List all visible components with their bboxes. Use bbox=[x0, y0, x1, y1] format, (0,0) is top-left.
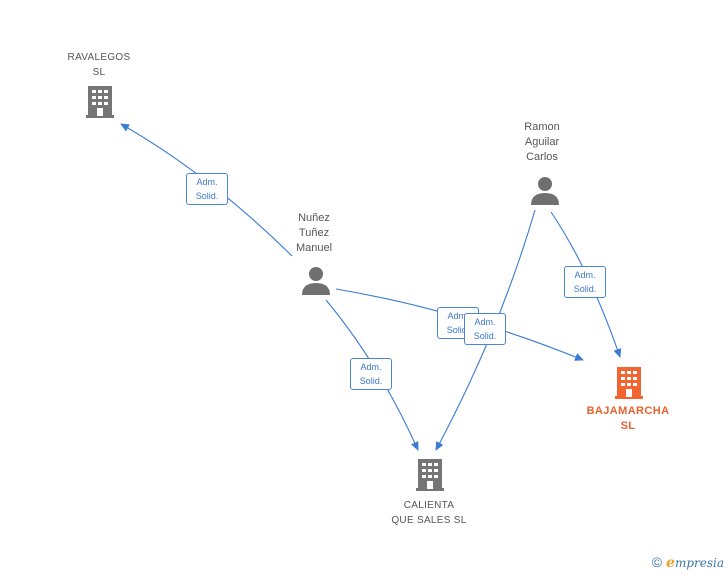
edge-label-nunez-ravalegos: Adm. Solid. bbox=[186, 173, 228, 205]
node-label-ramon[interactable]: Ramon Aguilar Carlos bbox=[524, 121, 560, 163]
node-label-calienta[interactable]: CALIENTA QUE SALES SL bbox=[391, 500, 467, 526]
brand-initial: e bbox=[666, 555, 675, 571]
person-icon[interactable] bbox=[302, 267, 330, 295]
edge-label-nunez-calienta: Adm. Solid. bbox=[350, 358, 392, 390]
node-label-nunez[interactable]: Nuñez Tuñez Manuel bbox=[295, 212, 333, 254]
building-icon[interactable] bbox=[416, 459, 444, 491]
brand-name: mpresia bbox=[674, 556, 724, 570]
copyright-icon: © bbox=[651, 554, 663, 570]
edge-label-ramon-bajamarcha: Adm. Solid. bbox=[564, 266, 606, 298]
person-icon[interactable] bbox=[531, 177, 559, 205]
node-label-ravalegos[interactable]: RAVALEGOS SL bbox=[67, 52, 131, 78]
footer-brand[interactable]: ©empresia bbox=[652, 554, 724, 571]
node-label-bajamarcha[interactable]: BAJAMARCHA SL bbox=[586, 405, 670, 432]
building-icon[interactable] bbox=[86, 86, 114, 118]
edge-label-ramon-calienta: Adm. Solid. bbox=[464, 313, 506, 345]
building-icon[interactable] bbox=[615, 367, 643, 399]
